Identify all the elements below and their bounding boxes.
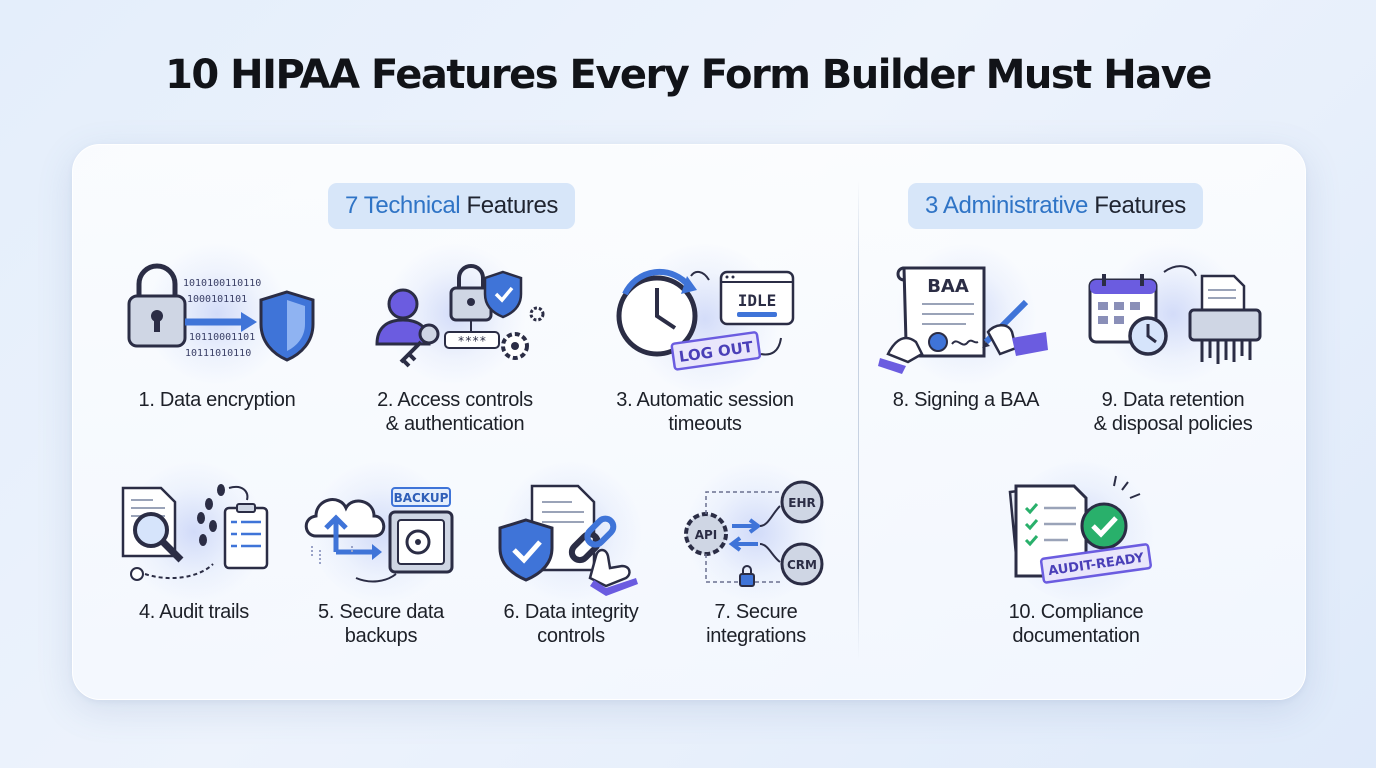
binary-line: 1010100110110 <box>183 278 261 289</box>
administrative-heading-suffix: Features <box>1088 192 1186 219</box>
feature-access-controls: **** 2. Access controls& authentication <box>360 244 550 442</box>
password-mask: **** <box>458 334 487 348</box>
checklist-docs-icon: AUDIT-READY <box>1008 475 1152 584</box>
technical-heading-suffix: Features <box>460 192 559 219</box>
administrative-count: 3 Administrative <box>925 192 1089 219</box>
feature-label: 9. Data retention& disposal policies <box>1093 389 1253 435</box>
feature-data-encryption: 1010100110110 1000101101 10110001101 101… <box>112 244 322 442</box>
ehr-node-label: EHR <box>788 496 815 510</box>
feature-data-retention: 9. Data retention& disposal policies <box>1078 244 1268 442</box>
api-integration-icon: API EHR CRM <box>684 480 824 587</box>
features-card <box>72 144 1306 700</box>
feature-label: 1. Data encryption <box>138 389 296 411</box>
api-node-label: API <box>695 528 718 542</box>
user-key-lock-icon: **** <box>375 264 545 368</box>
idle-screen-text: IDLE <box>738 291 777 310</box>
calendar-shredder-icon <box>1088 265 1262 364</box>
page-title: 10 HIPAA Features Every Form Builder Mus… <box>165 52 1212 98</box>
administrative-features-heading: 3 Administrative Features <box>908 183 1203 229</box>
feature-label: 2. Access controls& authentication <box>377 389 533 435</box>
signing-scroll-icon: BAA <box>878 266 1048 374</box>
shield-chain-icon <box>498 484 638 596</box>
binary-line: 10111010110 <box>185 348 251 359</box>
section-divider <box>858 180 859 660</box>
padlock-shield-icon: 1010100110110 1000101101 10110001101 101… <box>127 263 315 362</box>
technical-features-heading: 7 Technical Features <box>328 183 576 229</box>
technical-count: 7 Technical <box>345 192 461 219</box>
feature-audit-trails: 4. Audit trails <box>104 462 284 658</box>
clock-logout-icon: IDLE LOG OUT <box>616 269 795 371</box>
feature-label: 4. Audit trails <box>138 601 249 623</box>
cloud-vault-icon: BACKUP <box>304 487 454 583</box>
binary-line: 1000101101 <box>187 294 247 305</box>
backup-tag: BACKUP <box>394 491 449 505</box>
magnifier-footprints-icon <box>121 484 269 581</box>
baa-doc-text: BAA <box>927 276 969 297</box>
feature-label: 8. Signing a BAA <box>892 389 1040 411</box>
binary-line: 10110001101 <box>189 332 255 343</box>
crm-node-label: CRM <box>787 558 817 572</box>
feature-signing-baa: BAA 8. Signing a BAA <box>876 244 1056 442</box>
